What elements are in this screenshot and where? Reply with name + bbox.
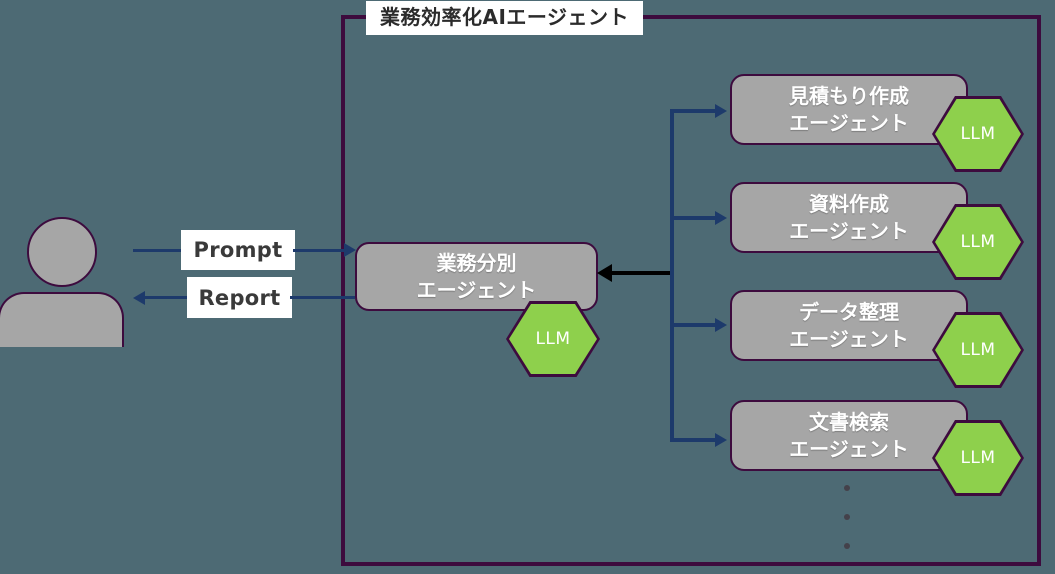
- agent-1-line1: 見積もり作成: [789, 83, 909, 108]
- branch-line-3: [670, 323, 718, 327]
- report-line-left: [144, 296, 189, 299]
- ellipsis-dot: [844, 543, 850, 549]
- report-arrowhead: [133, 291, 145, 305]
- agent-2-line1: 資料作成: [809, 191, 889, 216]
- agent-4-line2: エージェント: [789, 436, 909, 461]
- branch-line-1: [670, 109, 718, 113]
- agent-1-line2: エージェント: [789, 110, 909, 135]
- branch-arrowhead-1: [715, 104, 727, 118]
- branch-line-2: [670, 216, 718, 220]
- report-label: Report: [187, 277, 292, 318]
- system-title: 業務効率化AIエージェント: [366, 1, 644, 35]
- distribution-trunk: [670, 111, 674, 442]
- branch-arrowhead-4: [715, 433, 727, 447]
- user-person-icon-body: [0, 292, 124, 347]
- user-person-icon-head: [27, 217, 97, 287]
- branch-arrowhead-2: [715, 211, 727, 225]
- agent-box-2[interactable]: 資料作成 エージェント: [730, 182, 968, 253]
- prompt-arrowhead: [344, 243, 356, 257]
- llm-label-1: LLM: [960, 124, 996, 144]
- agent-2-line2: エージェント: [789, 218, 909, 243]
- aggregate-return-line: [612, 271, 674, 275]
- agent-box-1[interactable]: 見積もり作成 エージェント: [730, 74, 968, 145]
- prompt-line-left: [133, 249, 183, 252]
- branch-line-4: [670, 438, 718, 442]
- aggregate-return-arrowhead: [597, 264, 612, 282]
- agent-box-4[interactable]: 文書検索 エージェント: [730, 400, 968, 471]
- llm-hexagon-router[interactable]: LLM: [509, 304, 597, 374]
- llm-label-3: LLM: [960, 340, 996, 360]
- agent-router-line1: 業務分別: [436, 250, 517, 275]
- llm-label-2: LLM: [960, 232, 996, 252]
- prompt-line-right: [293, 249, 347, 252]
- report-line-right: [290, 296, 355, 299]
- agent-4-line1: 文書検索: [809, 409, 889, 434]
- ellipsis-dot: [844, 485, 850, 491]
- agent-router-line2: エージェント: [416, 277, 537, 302]
- ellipsis-dot: [844, 514, 850, 520]
- llm-label-router: LLM: [535, 329, 571, 349]
- branch-arrowhead-3: [715, 318, 727, 332]
- agent-box-router[interactable]: 業務分別 エージェント: [355, 242, 598, 311]
- prompt-label: Prompt: [181, 230, 295, 270]
- system-boundary-frame: [341, 15, 1041, 566]
- agent-3-line1: データ整理: [799, 299, 899, 324]
- agent-3-line2: エージェント: [789, 326, 909, 351]
- llm-label-4: LLM: [960, 448, 996, 468]
- agent-box-3[interactable]: データ整理 エージェント: [730, 290, 968, 361]
